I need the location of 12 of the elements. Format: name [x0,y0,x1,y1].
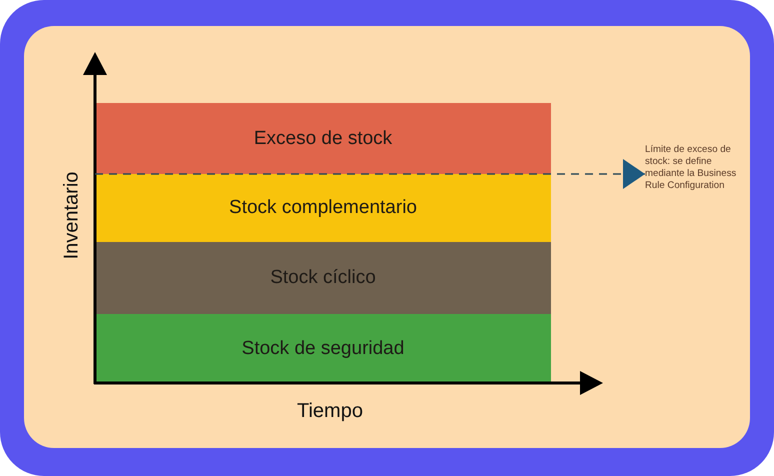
band-label: Stock complementario [229,197,417,219]
axis-title: Tiempo [297,400,363,422]
stock-band [95,242,551,314]
stock-band [95,174,551,242]
annotation-text: Límite de exceso de stock: se define mediante la Business Rule Configuration [645,144,749,192]
stock-band [95,314,551,383]
stock-band [95,103,551,174]
band-label: Exceso de stock [254,128,392,150]
axis-title: Inventario [60,171,84,259]
band-label: Stock cíclico [270,267,376,289]
dashed-arrow [95,159,645,189]
band-label: Stock de seguridad [242,338,404,360]
